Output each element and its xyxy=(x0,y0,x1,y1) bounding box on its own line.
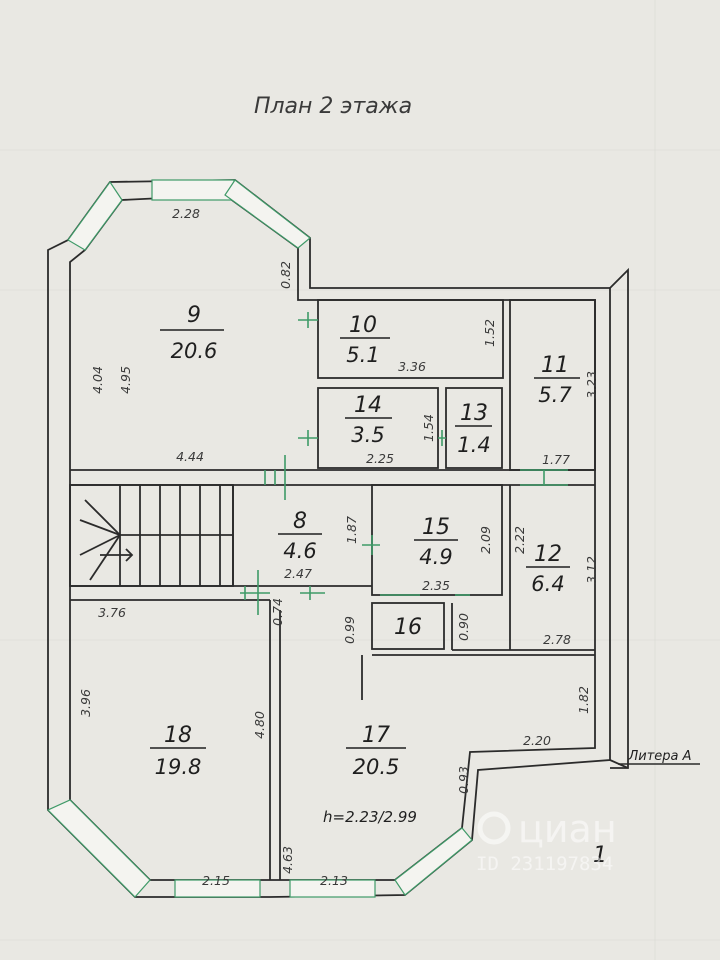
dimension-label: 0.74 xyxy=(270,598,285,626)
dimension-label: 0.93 xyxy=(456,766,471,794)
window-bottom-2 xyxy=(289,879,376,898)
dimension-label: 1.52 xyxy=(482,319,497,347)
dimension-label: 4.04 xyxy=(90,366,105,394)
dimension-label: 2.25 xyxy=(366,451,394,466)
interior-walls xyxy=(70,299,596,880)
watermark-brand: циан xyxy=(518,807,617,851)
cian-logo-icon xyxy=(477,811,511,845)
room-12: 12 6.4 xyxy=(526,542,570,596)
room-18: 18 19.8 xyxy=(150,723,206,779)
room-area: 19.8 xyxy=(155,755,202,779)
dimension-label: 1.87 xyxy=(344,516,359,544)
window-top-left xyxy=(67,180,123,251)
dimension-label: 0.82 xyxy=(278,261,293,289)
dimension-label: 2.15 xyxy=(202,873,230,888)
dimension-label: 4.95 xyxy=(118,366,133,394)
room-area: 6.4 xyxy=(531,572,564,596)
dimension-label: 3.76 xyxy=(98,605,126,620)
dimension-label: 3.23 xyxy=(584,371,599,399)
plan-title: План 2 этажа xyxy=(254,94,412,119)
window-top xyxy=(151,179,235,201)
room-number: 15 xyxy=(422,515,450,540)
room-area: 4.9 xyxy=(419,545,452,569)
watermark-id: ID 231197834 xyxy=(476,853,613,875)
dimension-label: 1.54 xyxy=(421,414,436,442)
windows xyxy=(46,179,473,898)
dimension-label: 2.09 xyxy=(478,526,493,554)
height-note: h=2.23/2.99 xyxy=(323,808,417,826)
cian-watermark: циан ID 231197834 xyxy=(476,807,617,875)
room-number: 10 xyxy=(349,313,377,338)
dimension-label: 1.77 xyxy=(542,452,570,467)
dimension-label: 2.35 xyxy=(422,578,450,593)
dimension-label: 2.28 xyxy=(172,206,200,221)
dimension-label: 2.22 xyxy=(512,526,527,554)
dimension-labels: 2.28 0.82 4.04 4.95 1.52 3.36 3.23 1.54 … xyxy=(78,206,599,888)
room-13: 13 1.4 xyxy=(455,401,492,457)
room-17: 17 20.5 xyxy=(346,723,406,779)
window-top-right xyxy=(224,179,311,249)
room-14: 14 3.5 xyxy=(345,393,392,447)
dimension-label: 2.78 xyxy=(543,632,571,647)
room-labels: 9 20.6 10 5.1 11 5.7 14 3.5 13 1.4 8 4.6 xyxy=(150,303,580,779)
room-15: 15 4.9 xyxy=(414,515,458,569)
room-number: 13 xyxy=(460,401,488,426)
dimension-label: 1.82 xyxy=(576,686,591,714)
room-area: 20.6 xyxy=(171,339,218,363)
room-number: 9 xyxy=(187,303,201,328)
dimension-label: 2.13 xyxy=(320,873,348,888)
room-number: 17 xyxy=(362,723,390,748)
window-bottom-left xyxy=(46,799,151,898)
dimension-label: 4.80 xyxy=(252,711,267,739)
outer-walls xyxy=(47,179,629,898)
dimension-label: 0.90 xyxy=(456,613,471,641)
room-10: 10 5.1 xyxy=(340,313,390,367)
room-area: 5.7 xyxy=(538,383,572,407)
room-area: 1.4 xyxy=(457,433,490,457)
room-number: 8 xyxy=(293,509,307,534)
room-9: 9 20.6 xyxy=(160,303,224,363)
dimension-label: 3.12 xyxy=(584,556,599,584)
floor-number: 1 xyxy=(593,843,607,868)
dimension-label: 3.96 xyxy=(78,689,93,717)
dimension-label: 2.20 xyxy=(523,733,551,748)
dimension-label: 2.47 xyxy=(284,566,312,581)
room-number: 11 xyxy=(541,353,569,378)
room-area: 20.5 xyxy=(353,755,400,779)
room-number: 12 xyxy=(534,542,562,567)
dimension-label: 4.44 xyxy=(176,449,204,464)
doors xyxy=(240,312,568,615)
room-area: 5.1 xyxy=(346,343,379,367)
room-area: 3.5 xyxy=(351,423,384,447)
window-bottom-1 xyxy=(174,879,261,898)
room-11: 11 5.7 xyxy=(534,353,580,407)
litera-marker: Литера А xyxy=(618,749,700,765)
dimension-label: 3.36 xyxy=(398,359,426,374)
room-8: 8 4.6 xyxy=(278,509,322,563)
room-16: 16 xyxy=(394,615,422,640)
dimension-label: 0.99 xyxy=(342,616,357,644)
room-area: 4.6 xyxy=(283,539,316,563)
room-number: 14 xyxy=(354,393,382,418)
window-bottom-right xyxy=(394,827,473,896)
room-number: 16 xyxy=(394,615,422,640)
litera-label: Литера А xyxy=(627,749,691,764)
staircase xyxy=(69,484,234,587)
dimension-label: 4.63 xyxy=(280,846,295,874)
room-number: 18 xyxy=(164,723,192,748)
